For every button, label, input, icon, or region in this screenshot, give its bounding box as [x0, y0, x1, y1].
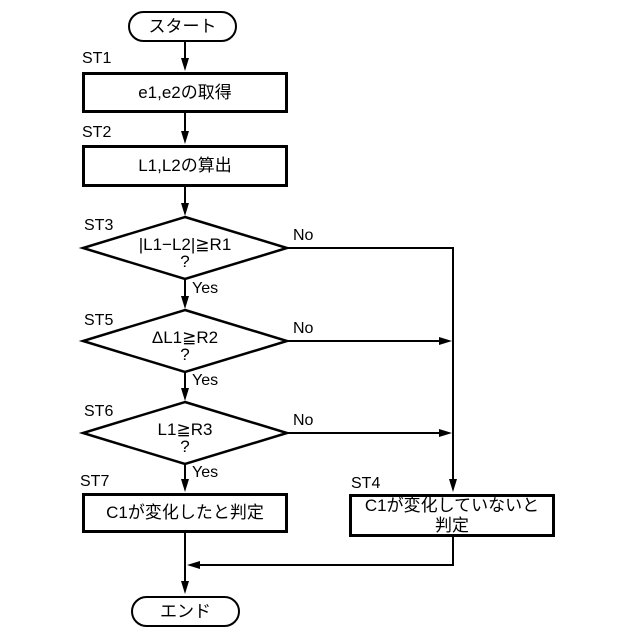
- arrowhead-st6-no-junction: [439, 429, 452, 437]
- arrowhead-into-st4: [449, 479, 457, 492]
- arrowhead-into-st6: [181, 388, 189, 401]
- arrowhead-merge-left: [187, 561, 200, 569]
- decision-diamond-st6: [78, 400, 292, 466]
- arrowhead-into-st2: [181, 131, 189, 144]
- process-box-st7: C1が変化したと判定: [82, 493, 288, 533]
- decision-text-st3: |L1−L2|≧R1: [138, 235, 232, 254]
- step-label-st2: ST2: [82, 124, 112, 141]
- decision-text-st5: ΔL1≧R2: [151, 328, 219, 347]
- branch-label-yes-st5: Yes: [192, 372, 219, 389]
- decision-text-st6: L1≧R3: [157, 420, 213, 439]
- arrowhead-st5-no-junction: [439, 337, 452, 345]
- branch-label-no-st6: No: [293, 412, 314, 429]
- decision-diamond-st3: [78, 215, 292, 281]
- question-mark-st5: ?: [180, 345, 190, 364]
- process-box-st2: L1,L2の算出: [82, 145, 288, 187]
- step-label-st5: ST5: [84, 312, 114, 329]
- arrowhead-into-st7: [181, 479, 189, 492]
- decision-diamond-st5: [78, 308, 292, 374]
- process-box-st4: C1が変化していないと 判定: [349, 494, 555, 537]
- step-label-st3: ST3: [84, 217, 114, 234]
- arrowhead-into-st3: [181, 203, 189, 216]
- end-terminal: エンド: [131, 596, 240, 627]
- arrowhead-into-st1: [181, 58, 189, 71]
- process-box-st4-line2: 判定: [435, 515, 469, 535]
- edge-st4-merge: [200, 537, 454, 566]
- process-box-st4-line1: C1が変化していないと: [364, 495, 540, 515]
- arrowhead-into-st5: [181, 296, 189, 309]
- arrowhead-into-end: [181, 581, 189, 594]
- step-label-st4: ST4: [351, 475, 381, 492]
- branch-label-yes-st3: Yes: [192, 280, 219, 297]
- step-label-st1: ST1: [82, 50, 112, 67]
- branch-label-yes-st6: Yes: [192, 464, 219, 481]
- branch-label-no-st3: No: [293, 227, 314, 244]
- question-mark-st6: ?: [180, 437, 190, 456]
- question-mark-st3: ?: [180, 252, 190, 271]
- step-label-st7: ST7: [80, 473, 110, 490]
- process-box-st1: e1,e2の取得: [82, 72, 288, 113]
- start-terminal: スタート: [128, 11, 237, 42]
- step-label-st6: ST6: [84, 403, 114, 420]
- branch-label-no-st5: No: [293, 320, 314, 337]
- edge-st3-no-st4: [287, 247, 454, 479]
